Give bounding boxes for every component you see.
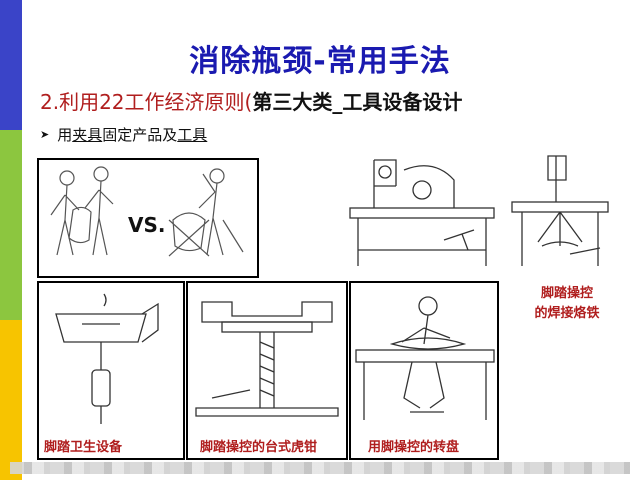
caption-soldering-line1: 脚踏操控 xyxy=(540,286,593,301)
bullet-mid: 固定产品及 xyxy=(102,126,178,144)
caption-vise: 脚踏操控的台式虎钳 xyxy=(200,440,318,455)
foot-operated-sink-illustration xyxy=(55,293,159,424)
vs-label: VS. xyxy=(128,213,166,237)
foot-operated-vise-illustration xyxy=(195,301,339,417)
vise-panel xyxy=(186,281,348,460)
caption-sink: 脚踏卫生设备 xyxy=(44,440,123,455)
slide-title: 消除瓶颈-常用手法 xyxy=(189,44,451,79)
subtitle-prefix: 2.利用22工作经济原则( xyxy=(40,90,253,114)
subtitle-rest: 第三大类_工具设备设计 xyxy=(252,90,463,114)
foot-operated-drill-illustration xyxy=(349,159,495,266)
bullet-underlined-tools: 工具 xyxy=(177,126,208,144)
foot-operated-soldering-illustration xyxy=(511,155,609,266)
turntable-panel xyxy=(349,281,499,460)
caption-soldering: 脚踏操控 的焊接烙铁 xyxy=(522,284,612,324)
side-stripe-blue xyxy=(0,0,22,130)
bullet-point: ➤ 用夹具固定产品及工具 xyxy=(40,124,207,145)
bullet-underlined-fixture: 夹具 xyxy=(72,126,103,144)
slide-subtitle: 2.利用22工作经济原则(第三大类_工具设备设计 xyxy=(40,86,462,115)
sink-panel xyxy=(37,281,185,460)
side-stripe-green xyxy=(0,130,22,320)
caption-soldering-line2: 的焊接烙铁 xyxy=(534,306,600,321)
foot-operated-turntable-illustration xyxy=(355,296,495,420)
workers-sketch-illustration xyxy=(50,166,244,257)
side-stripe-yellow xyxy=(0,320,22,480)
caption-turntable: 用脚操控的转盘 xyxy=(368,440,460,455)
bullet-prefix: 用 xyxy=(57,126,73,144)
blurred-footer xyxy=(10,462,630,474)
bullet-arrow-icon: ➤ xyxy=(40,128,50,141)
